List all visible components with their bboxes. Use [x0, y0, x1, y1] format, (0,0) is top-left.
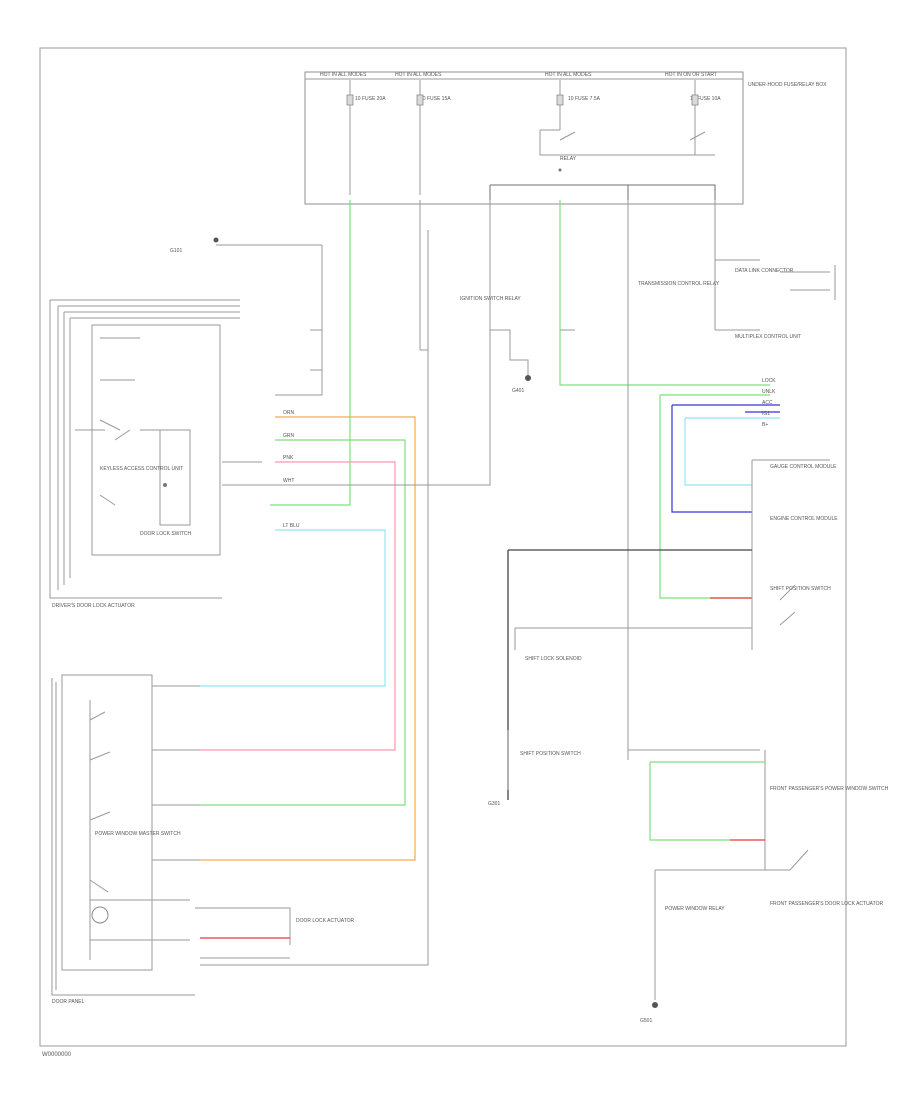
fuse-label-2: 10 FUSE 15A	[420, 96, 451, 102]
svg-text:PNK: PNK	[283, 455, 294, 461]
right-lower-label: SHIFT POSITION SWITCH	[770, 586, 831, 592]
svg-text:WHT: WHT	[283, 478, 294, 484]
left-wire-labels: ORN GRN PNK WHT LT BLU	[283, 410, 300, 529]
right-mid-label: ENGINE CONTROL MODULE	[770, 516, 838, 522]
svg-text:IG1: IG1	[762, 411, 770, 417]
fuse-box-label: UNDER-HOOD FUSE/RELAY BOX	[748, 82, 827, 88]
right-modules: DATA LINK CONNECTOR MULTIPLEX CONTROL UN…	[488, 265, 838, 807]
svg-text:B+: B+	[762, 422, 768, 428]
diagram-frame	[39, 47, 847, 1047]
power-window-main: POWER WINDOW MASTER SWITCH	[95, 831, 181, 837]
svg-text:LOCK: LOCK	[762, 378, 776, 384]
right-bottom-relay: POWER WINDOW RELAY	[665, 906, 725, 912]
right-module-label: GAUGE CONTROL MODULE	[770, 464, 837, 470]
ground-top: G101	[170, 248, 182, 254]
svg-text:LT BLU: LT BLU	[283, 523, 300, 529]
svg-text:ORN: ORN	[283, 410, 295, 416]
figure-id: W0000000	[42, 1052, 72, 1058]
right-bottom-component: FRONT PASSENGER'S DOOR LOCK ACTUATOR	[770, 901, 883, 907]
fuse-label-1: 10 FUSE 20A	[355, 96, 386, 102]
left-module-inner-label: KEYLESS ACCESS CONTROL UNIT	[100, 466, 183, 472]
door-actuator-label: DOOR LOCK ACTUATOR	[296, 918, 355, 924]
svg-text:UNLK: UNLK	[762, 389, 776, 395]
shift-module-label: SHIFT POSITION SWITCH	[520, 751, 581, 757]
relay-point	[558, 168, 562, 172]
fuse-label-4: 10 FUSE 10A	[690, 96, 721, 102]
left-harness: G101	[170, 200, 491, 966]
fuse-label-3: 10 FUSE 7.5A	[568, 96, 601, 102]
svg-text:ACC: ACC	[762, 400, 773, 406]
fuse-relay-box: HOT IN ALL MODES HOT IN ALL MODES HOT IN…	[304, 71, 827, 205]
center-relay-lower-label: SHIFT LOCK SOLENOID	[525, 656, 582, 662]
right-relay-label: TRANSMISSION CONTROL RELAY	[638, 281, 720, 287]
bottom-left-title: DOOR PANEL	[52, 999, 85, 1005]
right-top-small: DATA LINK CONNECTOR	[735, 268, 794, 274]
relay-label: RELAY	[560, 156, 577, 162]
power-window-master: POWER WINDOW MASTER SWITCH DOOR PANEL DO…	[51, 674, 355, 1005]
fuse-header-2: HOT IN ALL MODES	[395, 72, 442, 78]
fuse-header-4: HOT IN ON OR START	[665, 72, 717, 78]
left-module-footer: DRIVER'S DOOR LOCK ACTUATOR	[52, 603, 135, 609]
center-ground-lower: G301	[488, 801, 500, 807]
fuse-header-1: HOT IN ALL MODES	[320, 72, 367, 78]
front-passenger-window: FRONT PASSENGER'S POWER WINDOW SWITCH FR…	[627, 750, 889, 1024]
fuse-header-3: HOT IN ALL MODES	[545, 72, 592, 78]
center-ground: G401	[512, 388, 524, 394]
right-bottom-title: FRONT PASSENGER'S POWER WINDOW SWITCH	[770, 786, 889, 792]
middle-relay-label: IGNITION SWITCH RELAY	[460, 296, 521, 302]
svg-text:GRN: GRN	[283, 433, 295, 439]
right-top-small2: MULTIPLEX CONTROL UNIT	[735, 334, 801, 340]
door-switch-label: DOOR LOCK SWITCH	[140, 531, 192, 537]
keyless-module: KEYLESS ACCESS CONTROL UNIT DOOR LOCK SW…	[49, 299, 262, 609]
center-relay: G401 IGNITION SWITCH RELAY TRANSMISSION …	[460, 200, 770, 751]
bottom-ground: G501	[640, 1018, 652, 1024]
